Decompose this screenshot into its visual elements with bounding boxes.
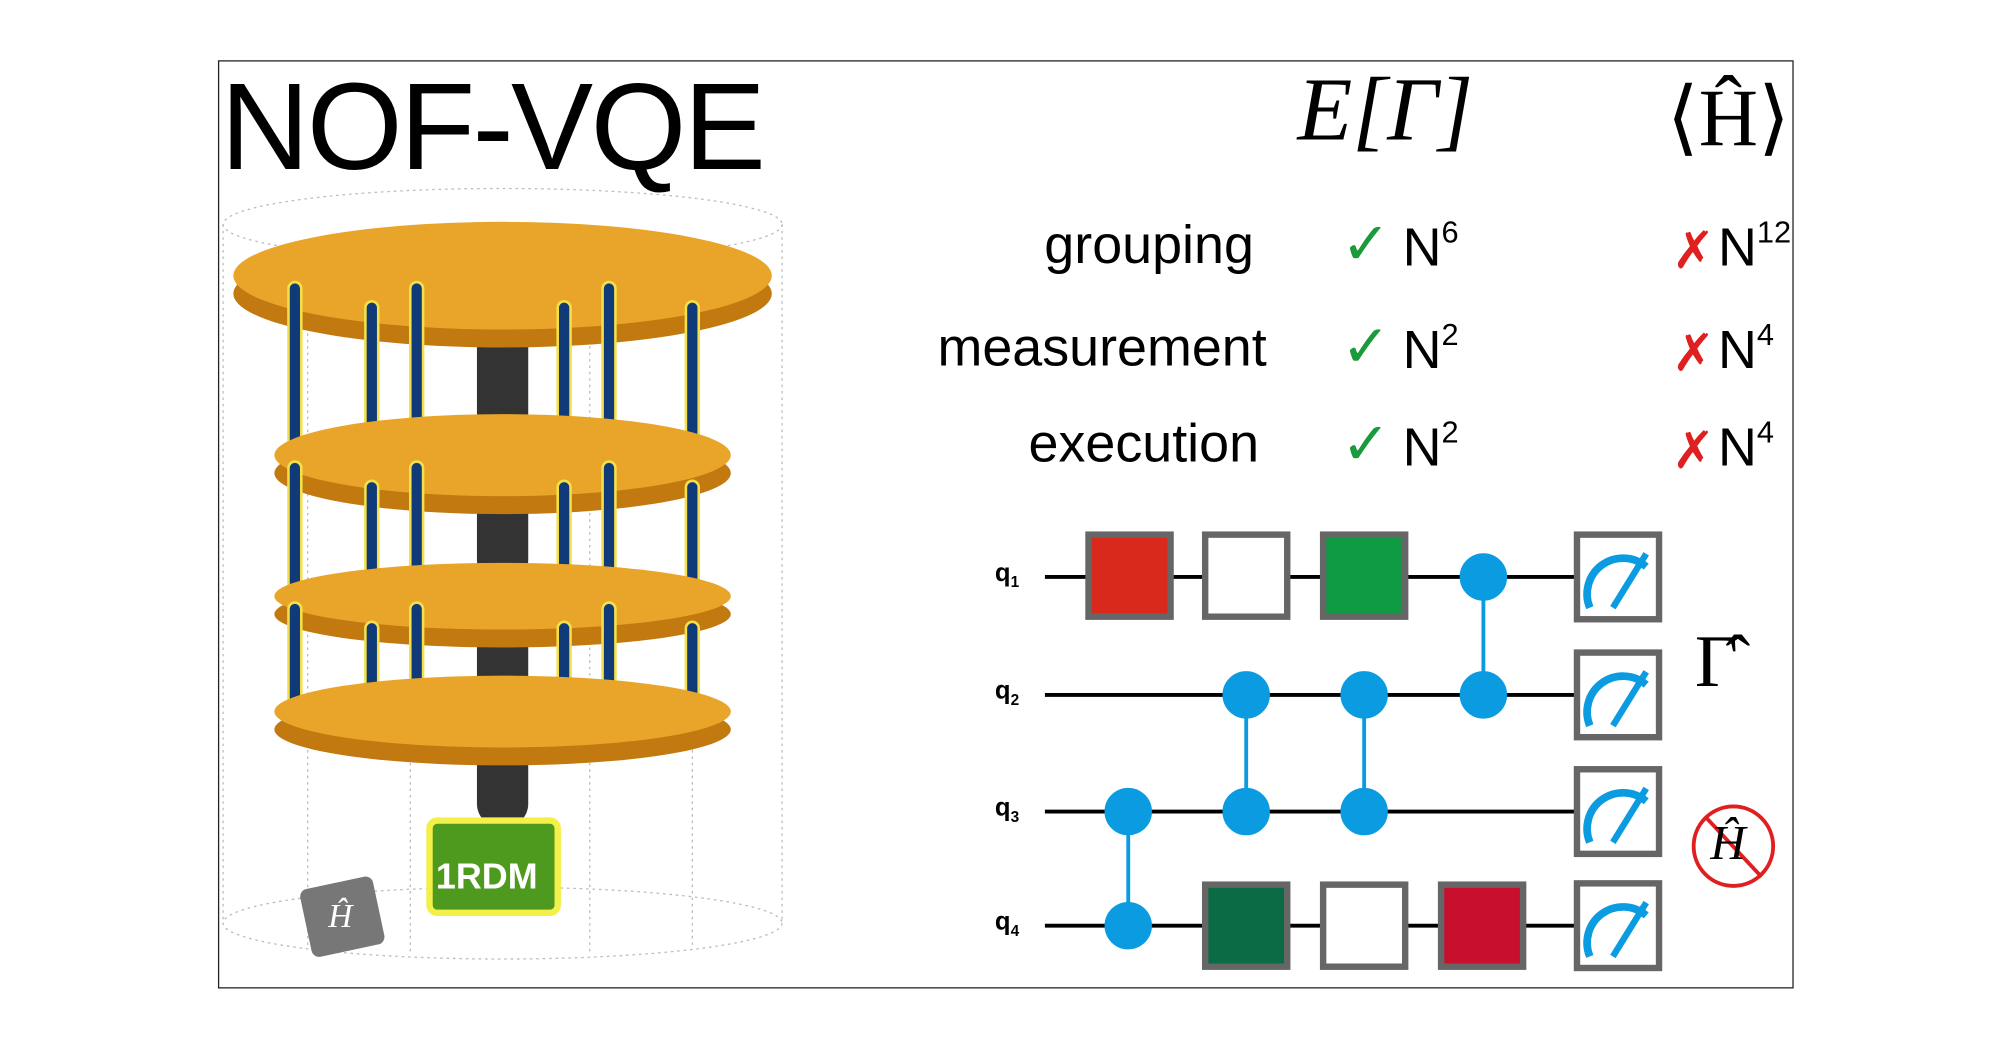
vqe-cost-grouping: N12 xyxy=(1718,215,1792,277)
orbital-rod xyxy=(684,479,701,592)
gate-darkgreen xyxy=(1201,881,1291,970)
no-hamiltonian-icon xyxy=(1691,804,1776,888)
orbital-rod xyxy=(287,280,303,451)
gate-white xyxy=(1319,881,1409,970)
control-dot xyxy=(1104,787,1152,836)
gate-green xyxy=(1319,531,1409,620)
measurement-icon xyxy=(1573,531,1663,623)
nof-cost-execution: N2 xyxy=(1402,415,1459,477)
control-dot xyxy=(1340,671,1388,719)
orbital-rod xyxy=(287,460,303,592)
measurement-icon xyxy=(1573,880,1663,972)
control-dot xyxy=(1340,787,1388,836)
control-dot xyxy=(1222,671,1270,719)
figure-title: NOF-VQE xyxy=(220,58,766,197)
crossed-hamiltonian-label: Ĥ xyxy=(1710,816,1746,871)
check-icon: ✓ xyxy=(1341,411,1391,477)
gate-white xyxy=(1201,531,1291,620)
cross-icon: ✗ xyxy=(1671,221,1715,280)
orbital-rod xyxy=(287,601,303,707)
qubit-label-1: q1 xyxy=(994,558,1020,592)
check-icon: ✓ xyxy=(1341,314,1391,380)
cross-icon: ✗ xyxy=(1671,421,1715,480)
qubit-label-3: q3 xyxy=(994,793,1020,826)
1rdm-block xyxy=(426,817,561,917)
hamiltonian-expectation-header: ⟨Ĥ⟩ xyxy=(1666,71,1791,163)
nof-tower-illustration xyxy=(222,187,783,960)
1rdm-label: 1RDM xyxy=(435,856,538,897)
row-label-grouping: grouping xyxy=(1044,214,1254,275)
check-icon: ✓ xyxy=(1341,211,1391,277)
gate-crimson xyxy=(1437,881,1527,970)
gate-red xyxy=(1085,531,1174,620)
nof-cost-grouping: N6 xyxy=(1402,215,1459,277)
row-label-measurement: measurement xyxy=(937,316,1267,377)
qubit-label-4: q4 xyxy=(994,907,1020,940)
qubit-label-2: q2 xyxy=(994,676,1020,710)
figure-frame xyxy=(217,60,1794,989)
row-label-execution: execution xyxy=(1028,412,1260,474)
control-dot xyxy=(1459,671,1508,719)
hamiltonian-cube-label: Ĥ xyxy=(328,897,353,935)
hamiltonian-cube xyxy=(300,876,385,957)
vqe-cost-measurement: N4 xyxy=(1718,317,1775,380)
energy-functional-header: E[Γ] xyxy=(1297,61,1474,161)
nof-cost-measurement: N2 xyxy=(1402,317,1459,380)
gamma-hat-label: Γ̂ xyxy=(1694,619,1738,703)
measurement-icon xyxy=(1573,766,1663,858)
vqe-cost-execution: N4 xyxy=(1718,415,1775,477)
measurement-icon xyxy=(1573,649,1663,741)
orbital-rod xyxy=(684,300,701,451)
control-dot xyxy=(1222,787,1270,836)
control-dot xyxy=(1459,553,1508,601)
control-dot xyxy=(1104,901,1152,950)
cross-icon: ✗ xyxy=(1671,324,1715,383)
